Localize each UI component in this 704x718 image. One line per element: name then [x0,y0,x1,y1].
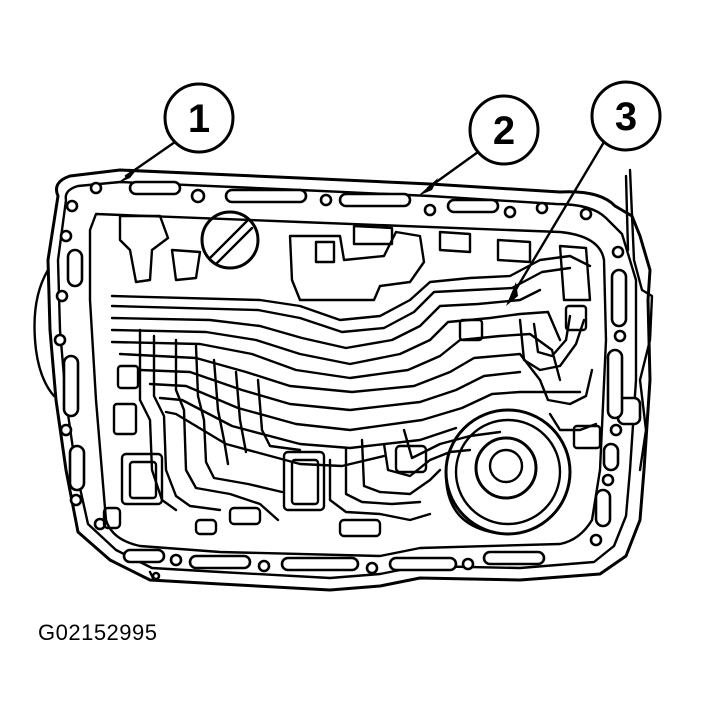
callout-2-label: 2 [493,109,515,153]
callout-3: 3 [506,80,662,306]
circular-boss [444,408,572,536]
pockets [102,304,602,538]
upper-cavities [118,214,592,302]
figure-id-label: G02152995 [38,620,158,645]
fluid-passages [110,254,598,522]
perimeter-bolt-holes [53,180,628,575]
callout-1: 1 [116,82,235,184]
callout-3-label: 3 [615,95,637,139]
callout-2: 2 [418,94,540,196]
separator-plate-outline [33,168,654,592]
callout-1-label: 1 [188,97,210,141]
round-port-top [200,210,260,270]
